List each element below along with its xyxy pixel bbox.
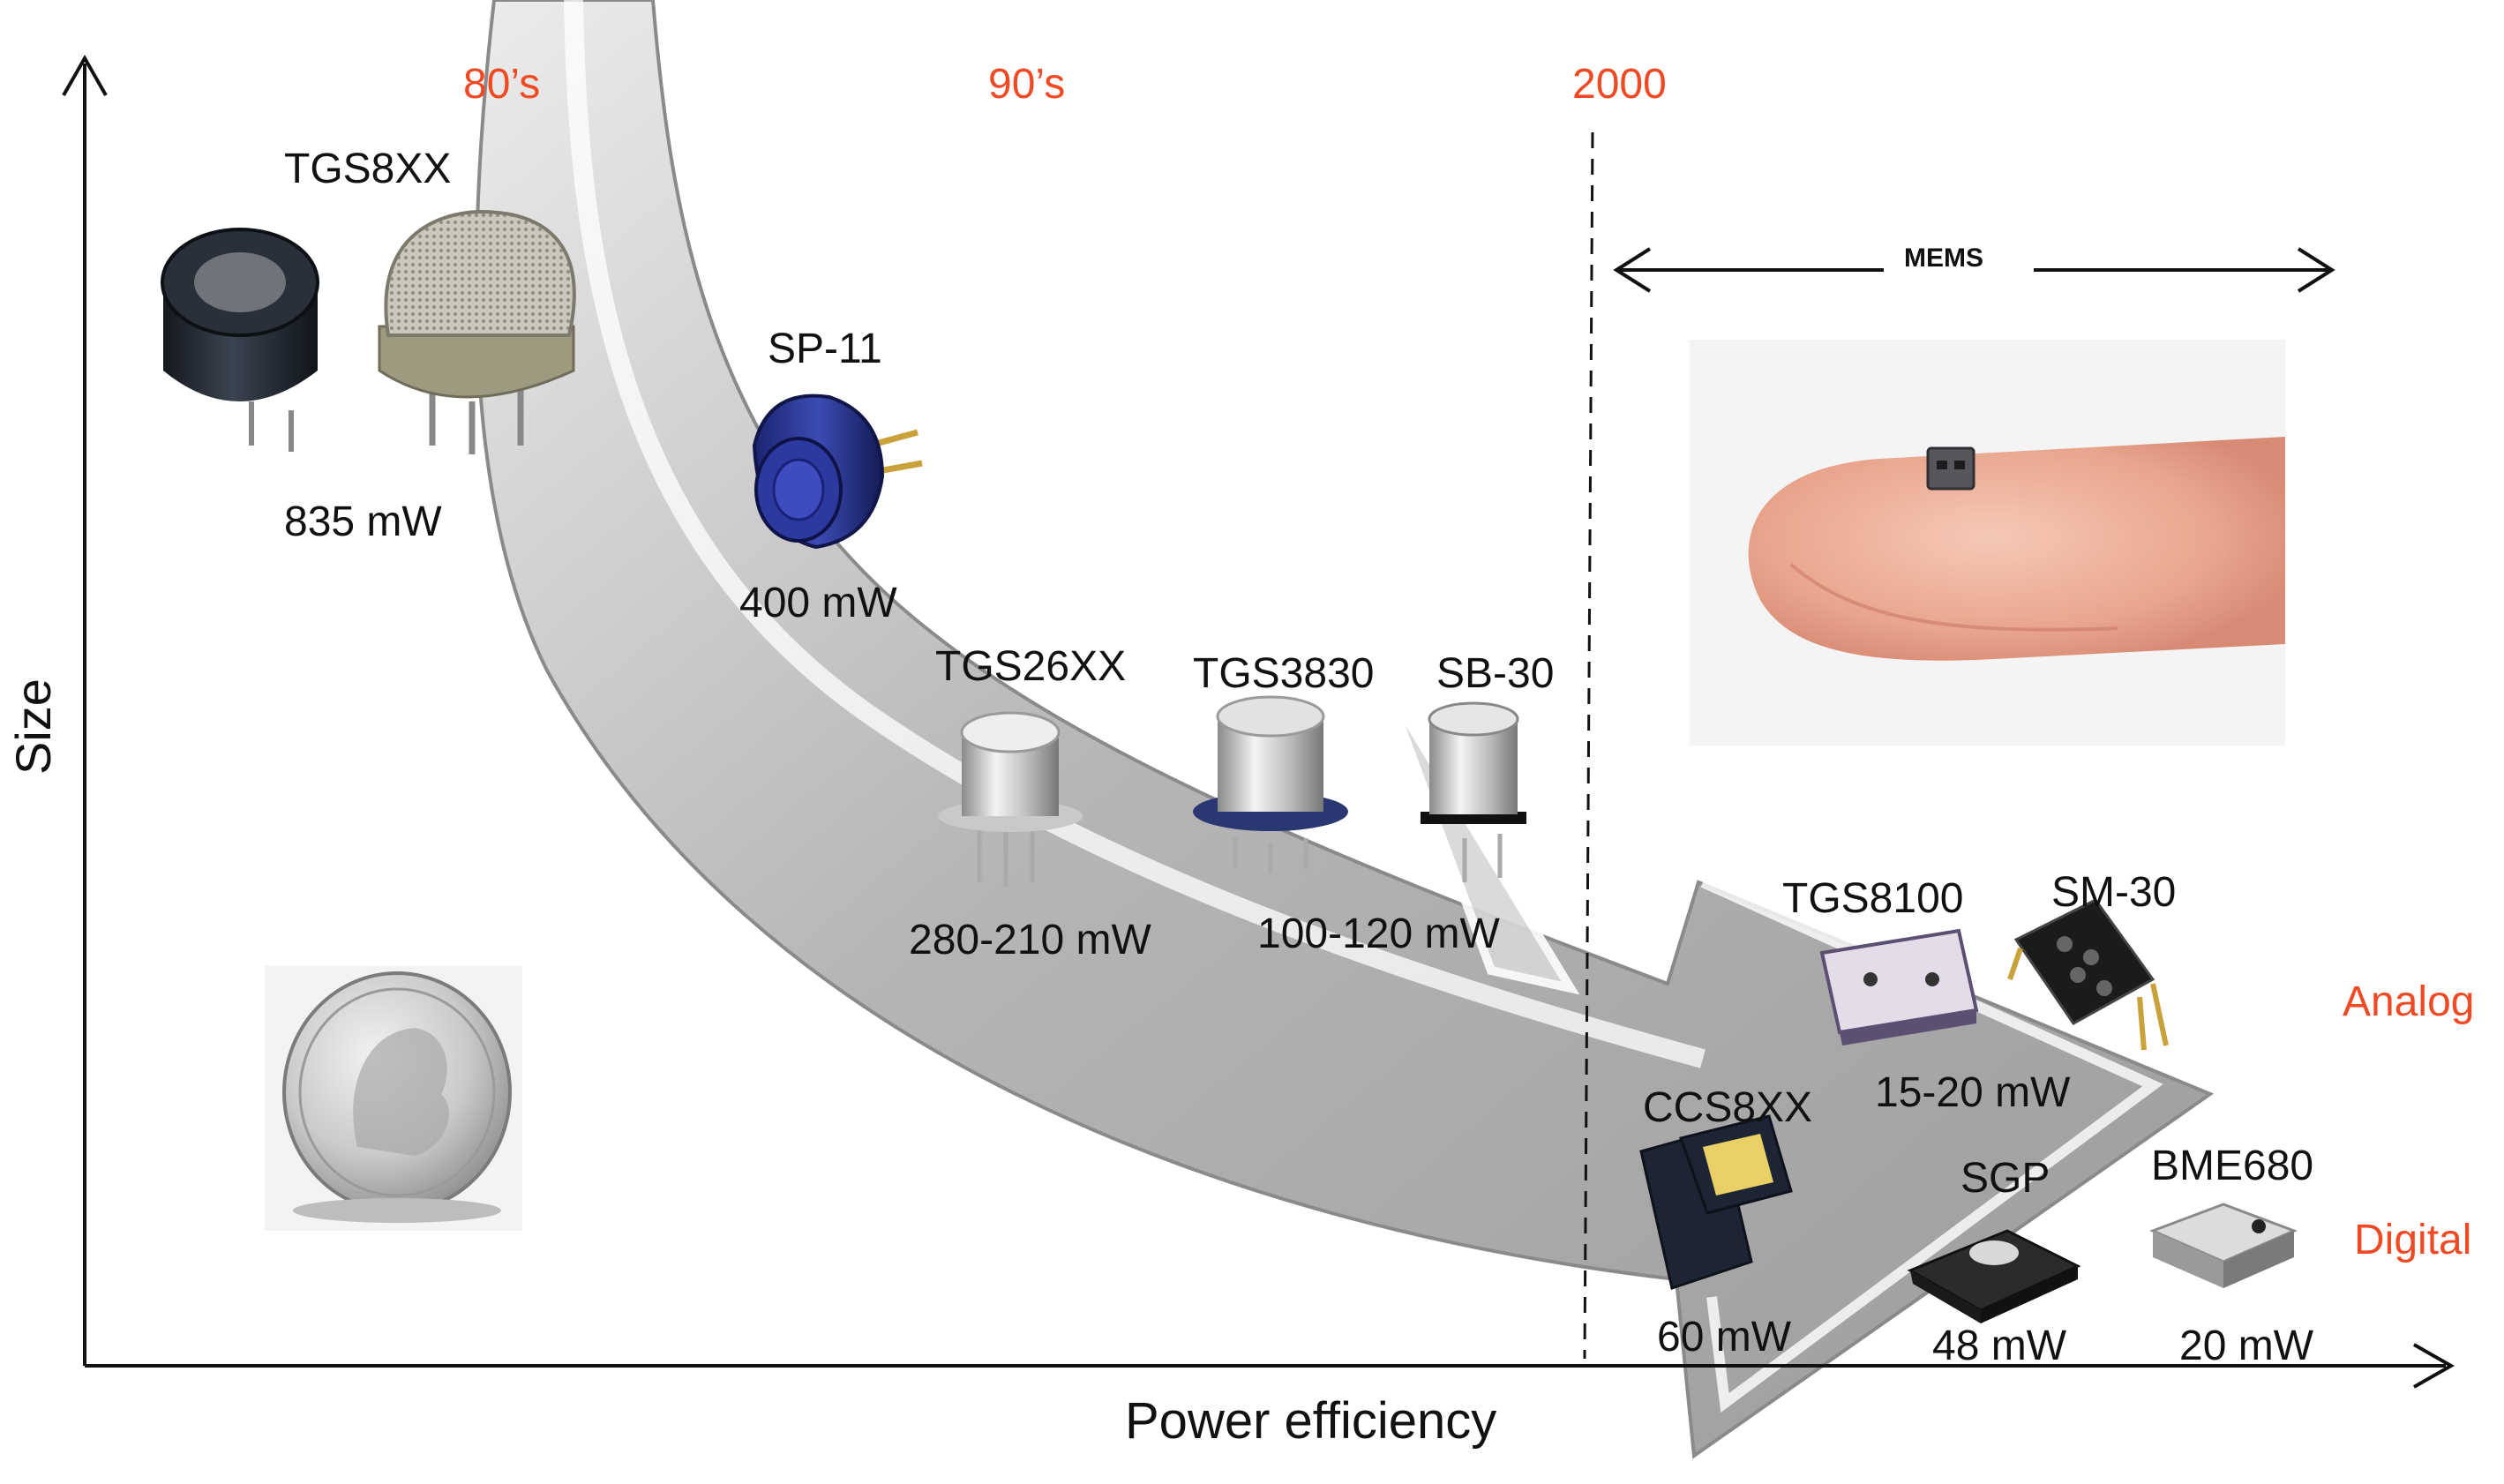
blue-cap-sensor-icon	[752, 393, 923, 550]
era-label-90s: 90’s	[988, 61, 1066, 108]
sensor-power-sgp: 48 mW	[1932, 1323, 2067, 1369]
sensor-name-sp11: SP-11	[768, 326, 882, 372]
sensor-name-bme680: BME680	[2151, 1143, 2314, 1189]
sensor-power-tgs8xx: 835 mW	[284, 498, 442, 545]
analog-label: Analog	[2343, 978, 2475, 1025]
to5-metal-can-sensor-icon	[938, 711, 1083, 887]
sensor-name-tgs8100: TGS8100	[1782, 875, 1964, 922]
fingertip-with-mems-chip-icon	[1690, 340, 2285, 746]
to5-metal-can-sensor-icon	[1193, 695, 1348, 873]
sensor-name-sb30: SB-30	[1436, 650, 1555, 697]
sensor-name-sm30: SM-30	[2051, 869, 2177, 916]
sensor-power-tgs3830: 100-120 mW	[1257, 911, 1500, 957]
qfn-chip-sensor-icon	[1639, 1114, 1793, 1290]
era-2000-divider	[1583, 131, 1594, 1360]
x-axis	[85, 1343, 2455, 1389]
lga-chip-sensor-icon	[2149, 1203, 2298, 1288]
era-label-80s: 80’s	[463, 61, 541, 108]
sensor-name-ccs8xx: CCS8XX	[1643, 1084, 1813, 1131]
mems-label: MEMS	[1904, 244, 1983, 273]
y-axis-label: Size	[5, 678, 61, 775]
cylindrical-mesh-sensor-icon	[161, 209, 576, 454]
sensor-name-tgs8xx: TGS8XX	[284, 146, 452, 192]
sensor-power-sp11: 400 mW	[739, 580, 897, 626]
metal-can-sensor-icon	[1421, 701, 1526, 882]
quarter-coin-icon	[265, 966, 522, 1231]
sensor-power-bme680: 20 mW	[2179, 1323, 2314, 1369]
sensor-power-tgs26xx: 280-210 mW	[909, 917, 1151, 963]
smd-socket-sensor-icon	[2007, 898, 2169, 1051]
smd-package-sensor-icon	[1819, 928, 1979, 1046]
sensor-power-tgs8100: 15-20 mW	[1875, 1069, 2071, 1116]
sensor-name-tgs26xx: TGS26XX	[935, 643, 1127, 690]
digital-label: Digital	[2354, 1217, 2472, 1263]
x-axis-label: Power efficiency	[1125, 1392, 1497, 1450]
dfn-chip-sensor-icon	[1907, 1229, 2081, 1323]
sensor-power-ccs8xx: 60 mW	[1657, 1314, 1792, 1360]
mems-range-arrow	[1613, 247, 2335, 293]
sensor-name-sgp: SGP	[1960, 1155, 2050, 1202]
y-axis	[62, 54, 108, 1366]
era-label-2000: 2000	[1572, 61, 1667, 108]
sensor-name-tgs3830: TGS3830	[1193, 650, 1375, 697]
